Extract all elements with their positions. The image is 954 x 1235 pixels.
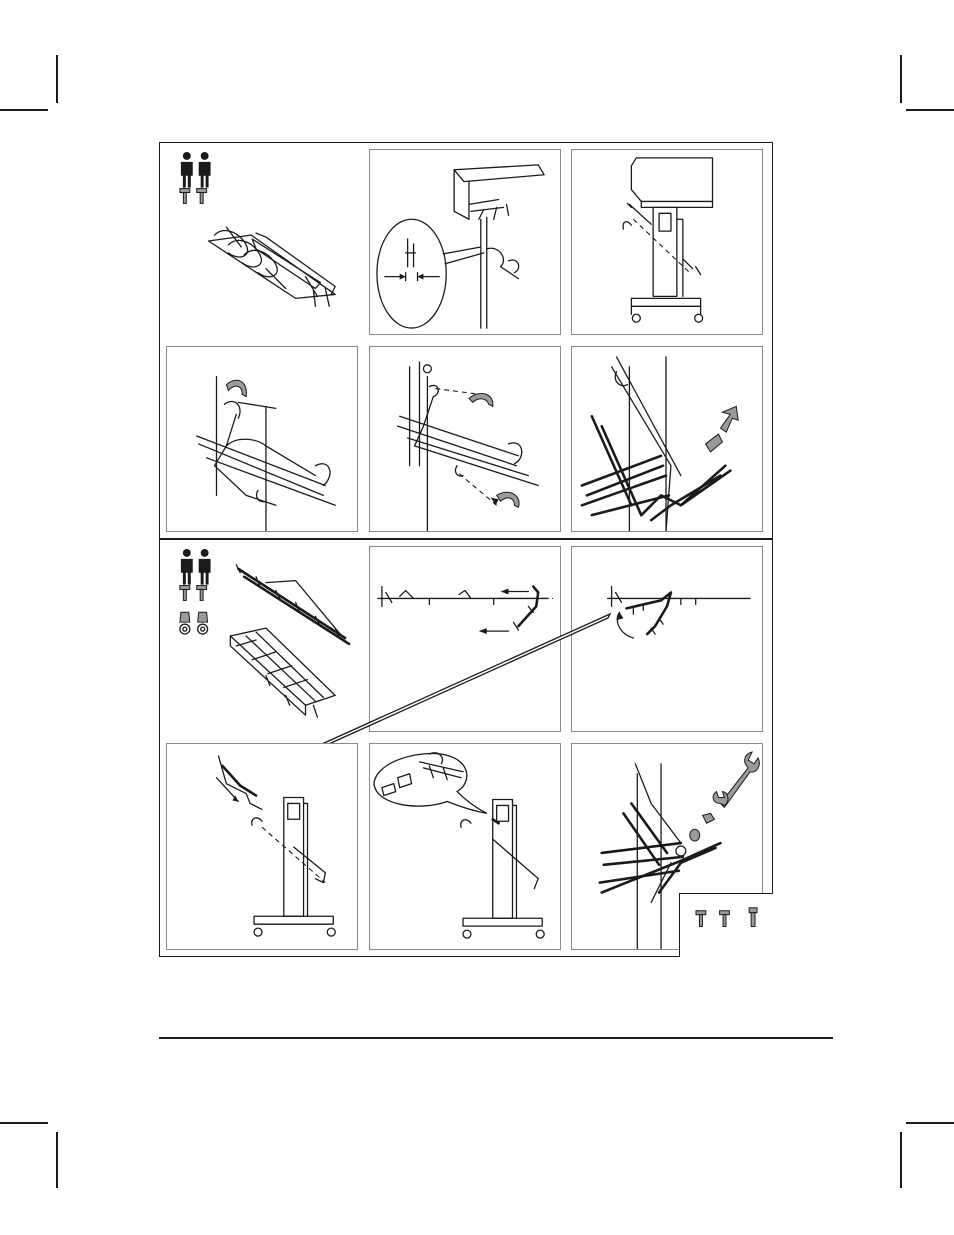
crop-mark-top-left-horizontal bbox=[0, 109, 48, 111]
step-panel-hook-screw bbox=[369, 346, 561, 532]
crop-mark-bottom-right-vertical bbox=[900, 1132, 902, 1188]
screw-legend-box bbox=[679, 893, 773, 957]
footer-rule bbox=[159, 1037, 833, 1039]
bin-assembly-drawing bbox=[209, 227, 336, 306]
step-panel-cap-remove bbox=[571, 346, 763, 532]
washer-icon bbox=[180, 624, 208, 634]
screw-icon bbox=[696, 908, 757, 927]
crop-mark-top-left-vertical bbox=[56, 55, 58, 103]
wrench-icon bbox=[713, 752, 759, 807]
rail-part-drawing bbox=[236, 565, 349, 644]
step-panel-parts-bin bbox=[166, 149, 358, 335]
crop-mark-top-right-vertical bbox=[900, 55, 902, 103]
nut-icon bbox=[703, 813, 715, 823]
crop-mark-bottom-left-vertical bbox=[56, 1132, 58, 1188]
nut-icon bbox=[180, 612, 208, 622]
step-panel-rail-slide bbox=[369, 546, 561, 732]
two-persons-icon bbox=[181, 549, 211, 585]
section-divider bbox=[159, 538, 773, 540]
step-panel-stand-attach bbox=[166, 743, 358, 950]
crop-mark-bottom-right-horizontal bbox=[906, 1122, 954, 1124]
crop-mark-bottom-left-horizontal bbox=[0, 1122, 48, 1124]
step-panel-hook-rotate bbox=[166, 346, 358, 532]
crop-mark-top-right-horizontal bbox=[906, 109, 954, 111]
screw-icon bbox=[180, 586, 207, 601]
washer-icon bbox=[690, 829, 700, 841]
step-panel-parts-rails bbox=[166, 546, 358, 732]
screw-icon bbox=[180, 189, 207, 204]
basket-part-drawing bbox=[230, 628, 335, 717]
step-panel-stand-screw-detail bbox=[369, 743, 561, 950]
step-panel-clip-detail bbox=[369, 149, 561, 335]
two-persons-icon bbox=[181, 152, 211, 188]
step-panel-rail-rotate bbox=[571, 546, 763, 732]
step-panel-stand-insert bbox=[571, 149, 763, 335]
